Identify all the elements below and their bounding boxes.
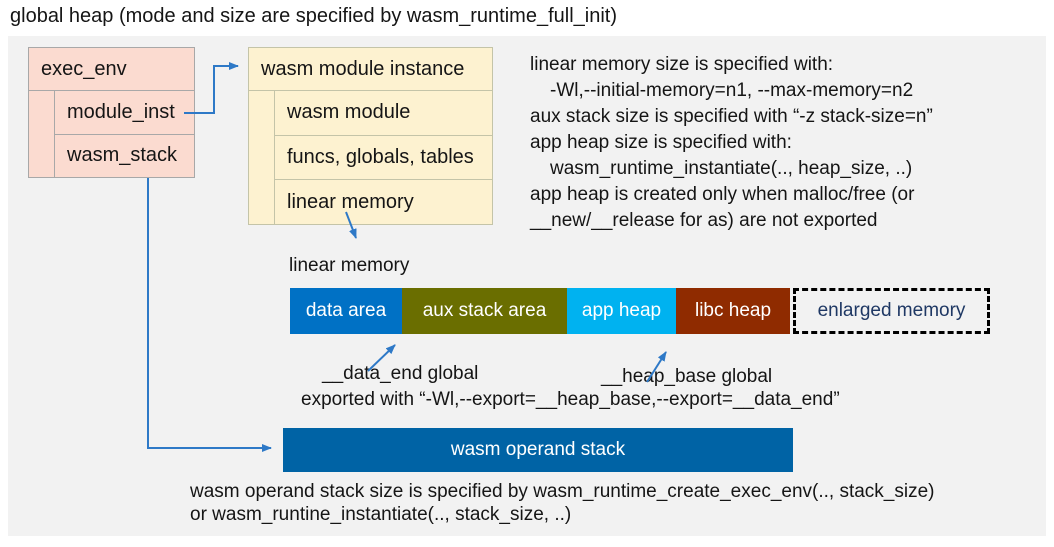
- exec-env-row-module-inst: module_inst: [67, 100, 175, 123]
- instance-row-funcs-globals-tables: funcs, globals, tables: [275, 134, 492, 180]
- wasm-module-instance-box: wasm module instance wasm module funcs, …: [248, 47, 493, 225]
- heap-base-global-label: __heap_base global: [601, 366, 773, 387]
- exec-env-box: exec_env module_inst wasm_stack: [28, 47, 195, 178]
- memory-segment: libc heap: [676, 288, 790, 334]
- instance-row-wasm-module: wasm module: [287, 101, 411, 124]
- exec-env-body: module_inst wasm_stack: [29, 90, 194, 177]
- linear-memory-bar: data area aux stack area app heap libc h…: [290, 288, 790, 334]
- note-line: linear memory size is specified with:: [530, 54, 834, 75]
- wasm-operand-stack-bar: wasm operand stack: [283, 428, 793, 472]
- footer-line-2: or wasm_runtine_instantiate(.., stack_si…: [190, 504, 572, 525]
- note-line: __new/__release for as) are not exported: [530, 210, 878, 231]
- exec-env-row-wasm-stack: wasm_stack: [55, 133, 194, 178]
- instance-header: wasm module instance: [261, 57, 465, 80]
- note-line: app heap size is specified with:: [530, 132, 792, 153]
- note-line: app heap is created only when malloc/fre…: [530, 184, 915, 205]
- footer-line-1: wasm operand stack size is specified by …: [190, 481, 935, 502]
- memory-segment: aux stack area: [402, 288, 567, 334]
- memory-segment: app heap: [567, 288, 676, 334]
- notes-block: linear memory size is specified with: -W…: [530, 52, 933, 234]
- linear-memory-label: linear memory: [289, 255, 410, 276]
- note-line: -Wl,--initial-memory=n1, --max-memory=n2: [550, 80, 914, 101]
- footer-text: wasm operand stack size is specified by …: [190, 480, 935, 526]
- note-line: wasm_runtime_instantiate(.., heap_size, …: [550, 158, 913, 179]
- exec-env-header: exec_env: [41, 57, 127, 80]
- memory-segment: data area: [290, 288, 402, 334]
- note-line: aux stack size is specified with “-z sta…: [530, 106, 933, 127]
- instance-body: wasm module funcs, globals, tables linea…: [249, 90, 492, 224]
- data-end-global-label: __data_end global: [322, 363, 479, 384]
- enlarged-memory-box: enlarged memory: [793, 288, 990, 334]
- instance-row-linear-memory: linear memory: [275, 179, 492, 224]
- exported-with-label: exported with “-Wl,--export=__heap_base,…: [301, 389, 840, 410]
- page-title: global heap (mode and size are specified…: [10, 5, 617, 27]
